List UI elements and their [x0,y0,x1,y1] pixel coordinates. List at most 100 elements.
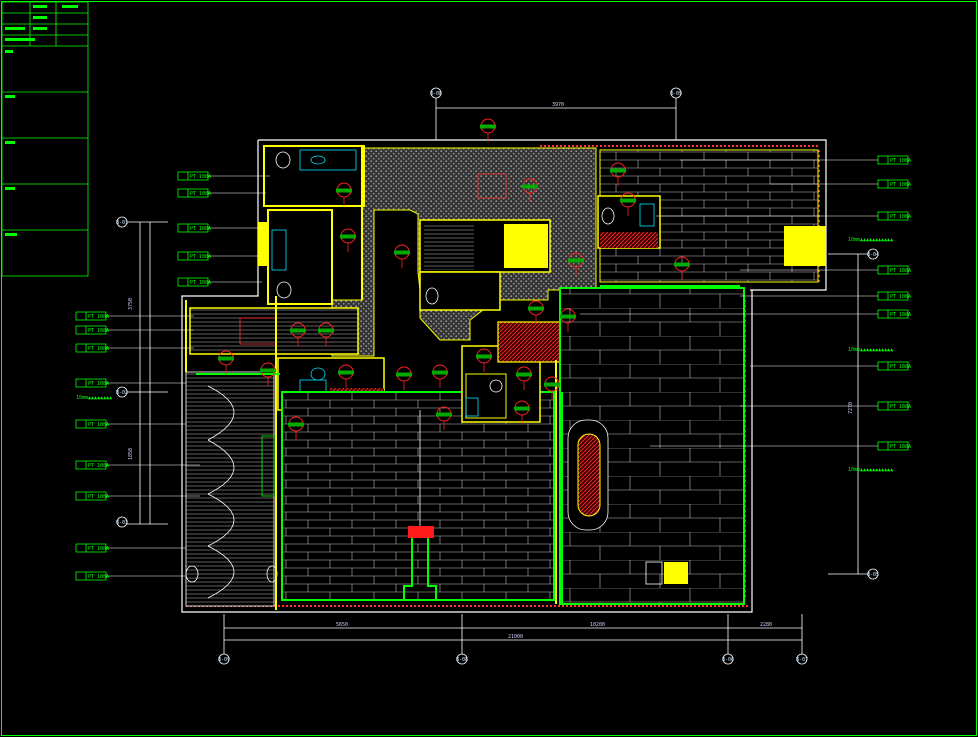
callout-left: PT 108A [177,277,262,287]
grid-bubble-label: B-08 [430,91,442,97]
callout-left: PT 108A [177,223,262,233]
room-tag-symbol [514,400,530,424]
callout-right-label: PT 108A [890,364,911,370]
callout-left: PT 108A [75,311,194,321]
room-tag-symbol [288,416,304,440]
room-tag-symbol [394,244,410,268]
right-callouts: PT 108A PT 108A PT 108A PT 108A PT 108A PT 10… [580,155,911,473]
callout-right-label: PT 108A [890,294,911,300]
room-tag-symbol [336,182,352,206]
left-note: 10mm▲▲▲▲▲▲▲▲ [76,395,112,401]
grid-bubble-label: B-02 [116,390,128,396]
room-tag-symbol [522,178,538,202]
central-rooms [419,173,551,311]
dim-right: 7270 [848,402,854,414]
interior-partitions [196,285,740,604]
callout-right: PT 108A [656,211,911,221]
callout-left-label: PT 108A [190,280,211,286]
bathtub-right [567,419,688,585]
callout-left: PT 108A [177,171,270,181]
callout-right-label: PT 108A [890,182,911,188]
callout-right: PT 108A [580,309,911,319]
grid-bubble-top: B-09 [670,87,682,99]
dim-bottom-total: 21000 [508,634,523,640]
grid-bubble-label: B-04 [867,252,879,258]
room-tag-symbol [568,252,584,276]
dim-bottom-mid: 10200 [590,622,605,628]
callout-left-label: PT 108A [88,494,109,500]
grid-bubble-bottom: B-07 [796,653,808,665]
grid-bubble-label: B-06 [722,657,734,663]
callout-left: PT 108A [75,460,200,470]
room-tag-symbol [396,366,412,390]
callout-left: PT 108A [75,543,186,553]
callout-left: PT 108A [75,378,186,388]
room-tag-symbol [528,300,544,324]
callout-left-label: PT 108A [88,346,109,352]
dim-bottom-right: 2280 [760,622,772,628]
room-tag-symbol [516,366,532,390]
callout-left: PT 108A [75,325,194,335]
callout-left-label: PT 108A [88,422,109,428]
callout-right: PT 108A [740,265,911,275]
callout-left-label: PT 108A [190,254,211,260]
callout-right-label: PT 108A [890,214,911,220]
callout-left-label: PT 108A [88,574,109,580]
callout-left-label: PT 108A [190,226,211,232]
callout-left: PT 108A [177,251,262,261]
callout-right: PT 108A [680,155,911,165]
grid-bubble-label: B-09 [218,657,230,663]
room-tag-symbol [260,362,276,386]
entry-element [403,410,437,601]
callout-right-label: PT 108A [890,444,911,450]
callout-right-label: PT 108A [890,158,911,164]
left-wing-room [185,307,359,607]
title-block-labels [5,5,78,236]
callout-left: PT 108A [75,571,186,581]
grid-bubble-right: B-04 [867,248,879,260]
callout-right-label: PT 108A [890,404,911,410]
bathroom-top-left [258,145,365,305]
grid-bubble-top: B-08 [430,87,442,99]
wall-segments [185,146,557,610]
grid-bubble-left: B-03 [116,516,128,528]
right-note: 10mm▲▲▲▲▲▲▲▲▲▲▲ [848,347,893,353]
room-tag-symbol [290,322,306,346]
grid-bubble-left: B-02 [116,386,128,398]
bathroom-top-right [597,195,826,266]
callout-left-label: PT 108A [190,174,211,180]
dimension-lines [122,98,876,660]
grid-bubble-label: B-09 [670,91,682,97]
grid-bubble-label: B-03 [116,520,128,526]
grid-bubble-bottom: B-09 [218,653,230,665]
room-tag-symbol [674,256,690,280]
room-tag-symbol [340,228,356,252]
dim-left-2: 1850 [128,448,134,460]
dim-left: 3750 [128,298,134,310]
grid-bubble-left: B-01 [116,216,128,228]
grid-bubble-label: B-01 [116,220,128,226]
callout-left-label: PT 108A [88,328,109,334]
left-callouts: PT 108A PT 108A PT 108A PT 108A PT 108A PT 10… [75,171,270,581]
callout-left: PT 108A [75,491,200,501]
callout-right: PT 108A [650,441,911,451]
callout-right: PT 108A [740,401,911,411]
room-tag-symbol [476,348,492,372]
grid-bubble-bottom: B-08 [456,653,468,665]
callout-right-label: PT 108A [890,268,911,274]
callout-left-label: PT 108A [88,463,109,469]
title-block [1,1,89,277]
dim-bottom-left: 5650 [336,622,348,628]
callout-left-label: PT 108A [88,381,109,387]
room-tag-symbol [338,364,354,388]
callout-right: PT 108A [740,291,911,301]
room-tag-symbol [610,162,626,186]
callout-left-label: PT 108A [88,546,109,552]
callout-left: PT 108A [75,343,194,353]
callout-left: PT 108A [75,419,186,429]
grid-bubble-bottom: B-06 [722,653,734,665]
callout-left-label: PT 108A [190,191,211,197]
room-tag-symbol [480,118,496,142]
